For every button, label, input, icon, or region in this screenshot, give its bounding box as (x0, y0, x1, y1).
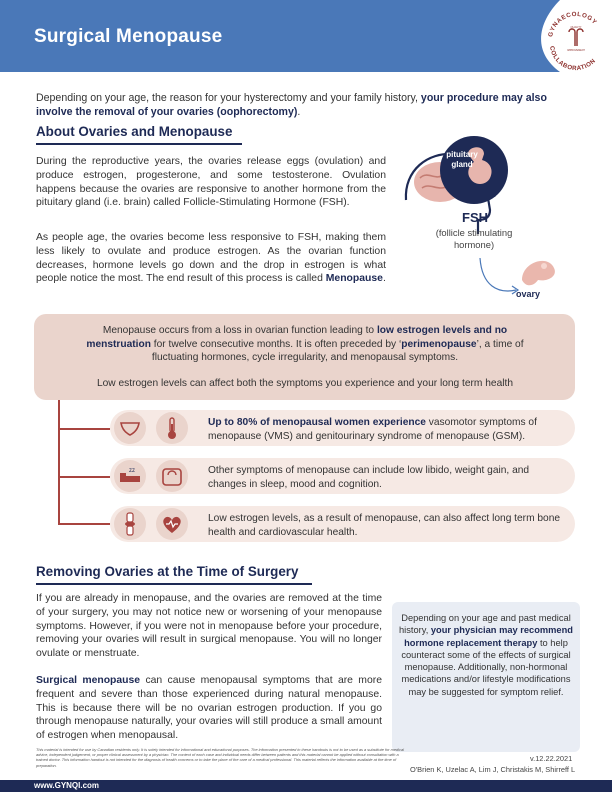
tree-branch (58, 428, 110, 430)
heading-underline (36, 143, 242, 145)
footer-bar (0, 780, 612, 792)
effect-text-vms: Up to 80% of menopausal women experience… (208, 417, 537, 442)
heading-underline (36, 583, 312, 585)
callout-subtext: Low estrogen levels can affect both the … (96, 378, 514, 389)
pituitary-label: pituitary gland (446, 150, 478, 169)
fsh-diagram (404, 136, 555, 295)
tree-branch (58, 523, 110, 525)
tree-branch (58, 476, 110, 478)
ovary-label: ovary (516, 289, 541, 299)
arrow-icon (479, 257, 517, 292)
hrt-sidebox (392, 602, 580, 752)
ovaries-paragraph-2: As people age, the ovaries become less r… (36, 232, 386, 285)
svg-text:IMPROVEMENT: IMPROVEMENT (567, 49, 585, 52)
pituitary-gland-icon (440, 136, 508, 204)
effect-text-other: Other symptoms of menopause can include … (208, 465, 530, 490)
callout-text: Menopause occurs from a loss in ovarian … (86, 325, 524, 363)
svg-text:QUALITY: QUALITY (570, 25, 581, 29)
effect-text-bone: Low estrogen levels, as a result of meno… (208, 513, 561, 538)
disclaimer: This material is intended for use by Can… (36, 747, 405, 768)
intro-paragraph: Depending on your age, the reason for yo… (36, 92, 547, 118)
thermometer-icon (156, 412, 188, 444)
section-heading-ovaries: About Ovaries and Menopause (36, 124, 233, 139)
removing-paragraph-2: Surgical menopause can cause menopausal … (36, 675, 382, 742)
fsh-sublabel: (follicle stimulating hormone) (435, 227, 513, 250)
fsh-label: FSH (462, 210, 488, 225)
version-label: v.12.22.2021 (530, 754, 573, 763)
sleep-bed-icon: zz (114, 460, 146, 492)
hrt-sidebox-text: Depending on your age and past medical h… (399, 613, 573, 697)
bone-joint-icon (114, 508, 146, 540)
scale-icon (156, 460, 188, 492)
removing-paragraph-1: If you are already in menopause, and the… (36, 593, 382, 660)
heart-icon (156, 508, 188, 540)
header-banner (0, 0, 560, 72)
tree-connector (58, 400, 60, 524)
svg-text:zz: zz (129, 468, 135, 474)
menopause-callout (34, 314, 575, 400)
gynqi-logo-icon: GYNAECOLOGY COLLABORATION QUALITY IMPROV… (546, 10, 606, 72)
page-title: Surgical Menopause (34, 26, 223, 47)
website-link[interactable]: www.GYNQI.com (34, 781, 100, 790)
section-heading-removing: Removing Ovaries at the Time of Surgery (36, 564, 299, 579)
authors-label: O'Brien K, Uzelac A, Lim J, Christakis M… (410, 765, 576, 774)
ovary-icon (522, 260, 555, 286)
ovaries-paragraph-1: During the reproductive years, the ovari… (36, 156, 386, 209)
underwear-icon (114, 412, 146, 444)
